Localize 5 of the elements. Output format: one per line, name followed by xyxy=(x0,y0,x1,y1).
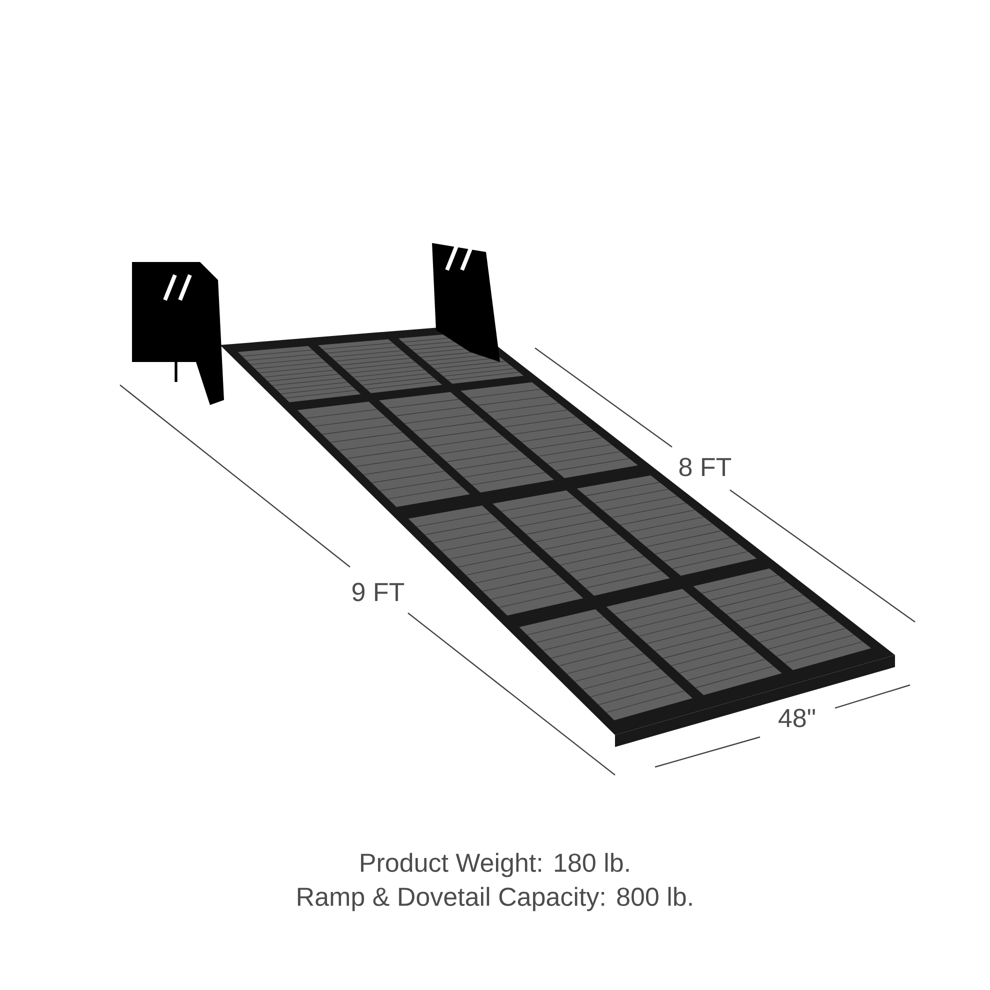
weight-note: Product Weight: 180 lb. xyxy=(361,852,629,878)
dimension-label: 48" xyxy=(778,708,815,728)
dimension-label: 8 FT xyxy=(679,458,732,476)
dimension-label: 9 FT xyxy=(352,582,404,602)
capacity-note: Ramp & Dovetail Capacity: 800 lb. xyxy=(298,886,692,912)
